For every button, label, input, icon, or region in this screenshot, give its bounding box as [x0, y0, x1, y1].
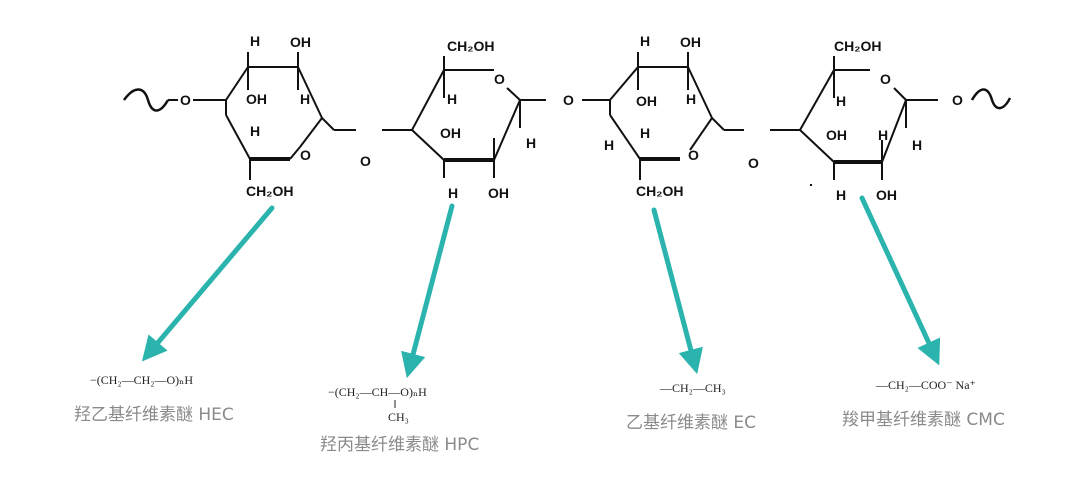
glycosidic-oxygen-1: O [360, 153, 371, 169]
ring4-oh-bottom: OH [876, 187, 897, 203]
cmc-name: 羧甲基纤维素醚 CMC [842, 410, 1005, 430]
arrow-to-hpc [401, 203, 455, 379]
hpc-methyl: CH₃ [388, 410, 409, 424]
arrow-to-cmc [859, 195, 941, 366]
ring2-h-right: H [526, 135, 536, 151]
ring3-h-right: H [686, 91, 696, 107]
cmc-formula: —CH₂—COO⁻ Na⁺ [875, 378, 976, 392]
ring4-h-right: H [912, 137, 922, 153]
ring3-h-left: H [640, 125, 650, 141]
ring3-oh-top: OH [680, 34, 701, 50]
arrow-to-hec [141, 205, 275, 362]
ring4-oh-mid: OH [826, 127, 847, 143]
hpc-name: 羟丙基纤维素醚 HPC [320, 435, 480, 455]
ring1-oh-top: OH [290, 34, 311, 50]
arrow-to-ec [651, 207, 703, 375]
stray-dot [810, 184, 812, 186]
ring4-h-top: H [836, 93, 846, 109]
ring4-h-inner: H [878, 127, 888, 143]
ring2-oh-bottom: OH [488, 185, 509, 201]
ring3-h-top: H [640, 33, 650, 49]
glucose-ring-4 [770, 56, 938, 180]
glucose-ring-1 [168, 52, 356, 180]
ring3-h-far-left: H [604, 137, 614, 153]
ring2-o-ring: O [494, 71, 505, 87]
ring4-o-end: O [952, 92, 963, 108]
ring1-h-top: H [250, 33, 260, 49]
ring1-h-right: H [300, 91, 310, 107]
ring4-o-ring: O [880, 71, 891, 87]
ring3-ch2oh: CH₂OH [636, 183, 683, 199]
glycosidic-oxygen-2: O [748, 155, 759, 171]
chain-end-left-wave [122, 88, 170, 112]
ring1-ch2oh: CH₂OH [246, 183, 293, 199]
glucose-ring-3 [582, 52, 744, 180]
ring2-oh-mid: OH [440, 125, 461, 141]
hec-formula: −(CH₂—CH₂—O)ₙH [90, 373, 193, 387]
ring1-o-ring: O [300, 147, 311, 163]
ring1-oh-mid: OH [246, 91, 267, 107]
ring4-ch2oh: CH₂OH [834, 38, 881, 54]
ring2-ch2oh: CH₂OH [447, 38, 494, 54]
ring4-h-bottom: H [836, 187, 846, 203]
ring2-h-bottom: H [448, 185, 458, 201]
hec-name: 羟乙基纤维素醚 HEC [74, 405, 234, 425]
ring1-o-link: O [180, 92, 191, 108]
ring2-h-top: H [447, 91, 457, 107]
ec-formula: —CH₂—CH₃ [659, 381, 726, 395]
hpc-formula: −(CH₂—CH—O)ₙH [328, 385, 427, 399]
ring3-oh-mid: OH [636, 93, 657, 109]
ring3-o-ring: O [688, 147, 699, 163]
chain-end-right-wave [970, 88, 1012, 110]
ec-name: 乙基纤维素醚 EC [626, 413, 757, 433]
ring2-ring3-link-oxygen: O [563, 92, 574, 108]
glucose-ring-2 [382, 56, 546, 178]
ring1-h-left: H [250, 123, 260, 139]
